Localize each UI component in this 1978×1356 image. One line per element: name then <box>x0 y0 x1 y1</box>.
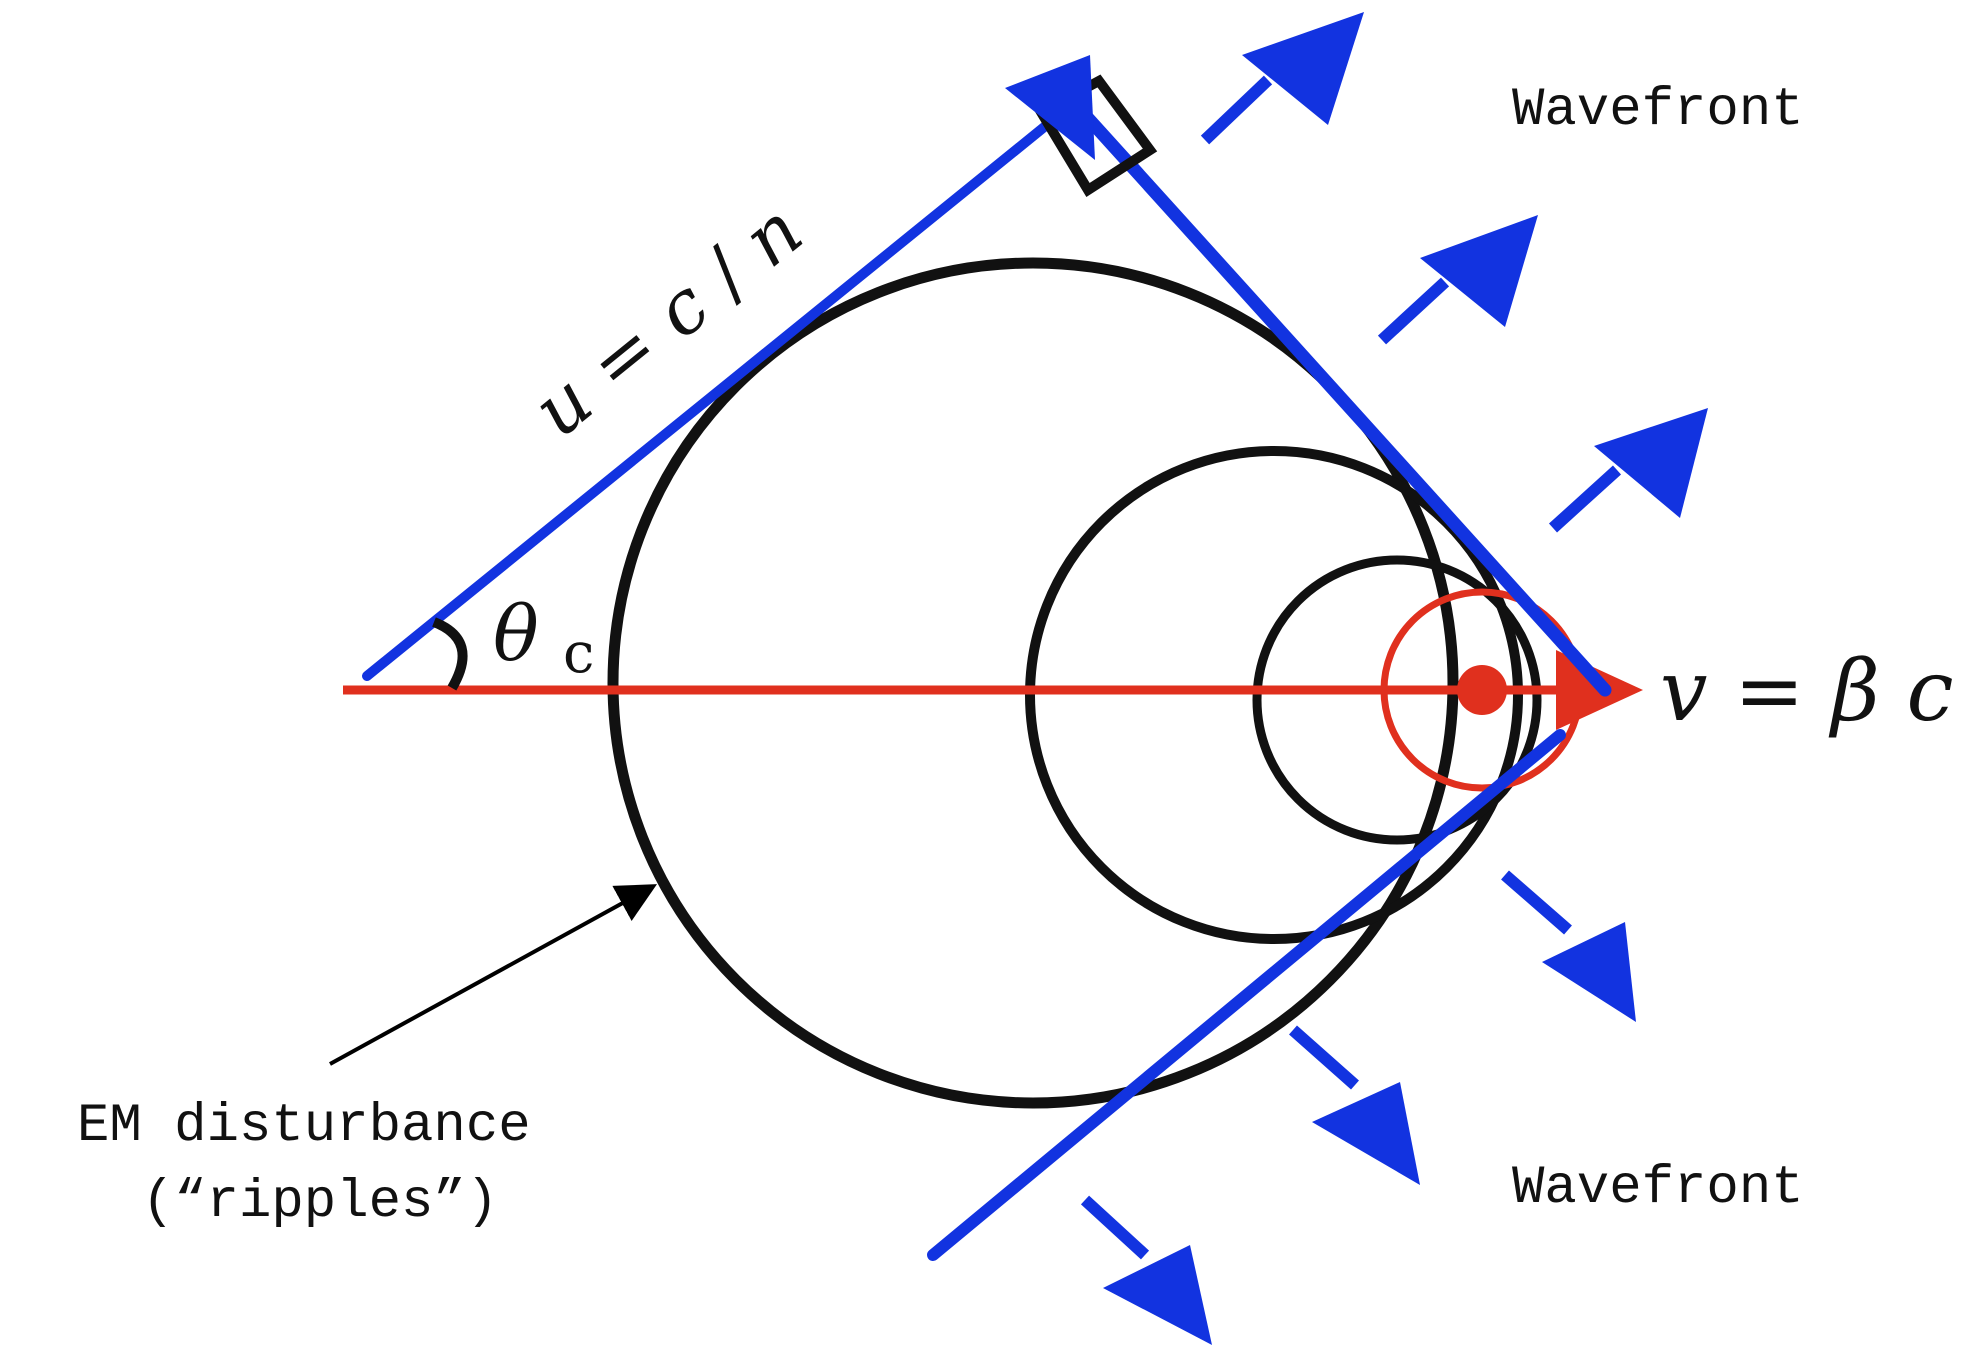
wave-speed-label: u = c / n <box>517 187 818 454</box>
particle-velocity-c: c <box>1907 642 1954 740</box>
cherenkov-angle-arc <box>431 617 468 691</box>
ripples-pointer-arrow <box>329 884 658 1066</box>
upper-arrow-1 <box>1200 12 1364 145</box>
cherenkov-angle-label: θ c <box>493 589 594 686</box>
wavefront-apex-arrowhead <box>1005 55 1095 160</box>
particle-velocity-var: v <box>1660 642 1707 740</box>
wavefront-upper-line <box>1051 78 1612 697</box>
wave-speed-n: n <box>727 187 818 284</box>
upper-propagation-arrows <box>1200 12 1708 533</box>
wavefront-bottom-label: Wavefront <box>1512 1158 1804 1219</box>
particle-velocity-beta: β <box>1828 642 1880 740</box>
wavefront-top-label: Wavefront <box>1512 80 1804 141</box>
upper-arrow-2 <box>1377 215 1538 345</box>
wavefront-lower-line <box>927 729 1566 1261</box>
lower-arrow-1 <box>1501 870 1636 1022</box>
ripple-circle-small <box>1252 555 1542 845</box>
particle-dot <box>1457 665 1507 715</box>
particle-velocity-equals: = <box>1734 642 1831 740</box>
lower-propagation-arrows <box>1080 870 1636 1345</box>
wavefront-cone <box>362 78 1612 1261</box>
em-disturbance-line1: EM disturbance <box>77 1096 531 1157</box>
right-angle-marker <box>1005 55 1158 197</box>
em-disturbance-label: EM disturbance (“ripples”) <box>77 1096 563 1233</box>
ripple-circle-medium <box>1025 446 1523 944</box>
em-disturbance-line2: (“ripples”) <box>142 1172 498 1233</box>
cherenkov-angle-subscript: c <box>563 621 594 686</box>
cherenkov-angle-theta: θ <box>493 589 539 678</box>
wave-speed-var: u <box>517 357 608 454</box>
particle-velocity-label: v = β c <box>1660 642 1954 740</box>
lower-arrow-3 <box>1080 1195 1212 1345</box>
upper-arrow-3 <box>1548 408 1708 533</box>
lower-arrow-2 <box>1289 1025 1420 1185</box>
cone-upper-line <box>362 93 1085 681</box>
ripple-circle-large <box>607 257 1459 1109</box>
ripple-circles <box>607 257 1584 1109</box>
